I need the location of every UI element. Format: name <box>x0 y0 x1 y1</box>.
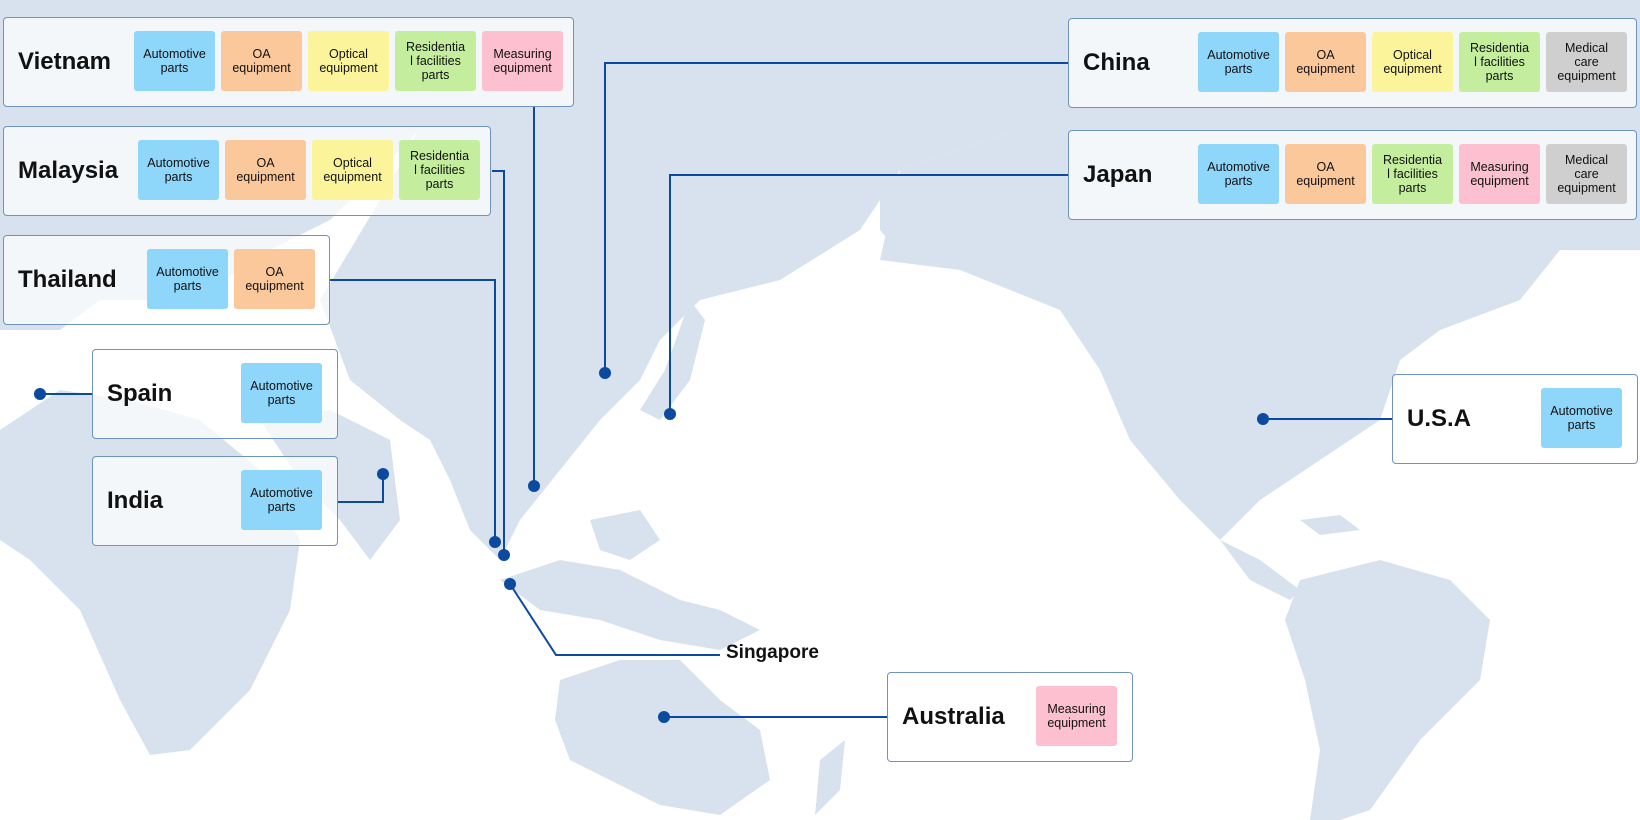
product-tag-optical: Optical equipment <box>312 140 393 200</box>
pin-malaysia <box>498 549 510 561</box>
leader-lines <box>40 62 1392 718</box>
leader-singapore <box>509 583 720 656</box>
product-tag-residential: Residentia l facilities parts <box>395 31 476 91</box>
location-label-singapore: Singapore <box>726 642 819 663</box>
pin-thailand <box>489 536 501 548</box>
product-tag-automotive: Automotive parts <box>134 31 215 91</box>
country-name: Malaysia <box>18 157 119 184</box>
country-name: China <box>1083 49 1150 76</box>
country-name: Thailand <box>18 266 117 293</box>
product-tags: Measuring equipment <box>1036 686 1117 746</box>
product-tag-medical: Medical care equipment <box>1546 144 1627 204</box>
leader-india <box>338 474 384 503</box>
country-name: Japan <box>1083 161 1153 188</box>
product-tag-automotive: Automotive parts <box>241 470 322 530</box>
product-tags: Automotive parts <box>241 363 322 423</box>
product-tags: Automotive parts <box>1541 388 1622 448</box>
product-tag-oa: OA equipment <box>221 31 302 91</box>
product-tag-optical: Optical equipment <box>308 31 389 91</box>
product-tag-automotive: Automotive parts <box>1198 32 1279 92</box>
product-tag-residential: Residentia l facilities parts <box>399 140 480 200</box>
product-tag-automotive: Automotive parts <box>147 249 228 309</box>
product-tag-oa: OA equipment <box>234 249 315 309</box>
location-card-india: India Automotive parts <box>92 456 338 546</box>
location-card-spain: Spain Automotive parts <box>92 349 338 439</box>
country-name: Australia <box>902 703 1005 730</box>
leader-japan <box>669 174 1068 414</box>
product-tag-automotive: Automotive parts <box>1541 388 1622 448</box>
country-name: U.S.A <box>1407 405 1472 432</box>
country-name: Vietnam <box>18 48 111 75</box>
pin-singapore <box>504 578 516 590</box>
location-card-usa: U.S.A Automotive parts <box>1392 374 1638 464</box>
pin-australia <box>658 711 670 723</box>
leader-malaysia <box>492 170 505 555</box>
product-tag-automotive: Automotive parts <box>1198 144 1279 204</box>
product-tag-automotive: Automotive parts <box>241 363 322 423</box>
location-card-australia: Australia Measuring equipment <box>887 672 1133 762</box>
location-pins <box>34 367 1269 723</box>
product-tag-measuring: Measuring equipment <box>482 31 563 91</box>
product-tags: Automotive parts <box>241 470 322 530</box>
product-tag-residential: Residentia l facilities parts <box>1459 32 1540 92</box>
product-tag-medical: Medical care equipment <box>1546 32 1627 92</box>
product-tag-measuring: Measuring equipment <box>1036 686 1117 746</box>
pin-usa <box>1257 413 1269 425</box>
pin-spain <box>34 388 46 400</box>
product-tag-measuring: Measuring equipment <box>1459 144 1540 204</box>
leader-china <box>604 62 1068 373</box>
country-name: Spain <box>107 380 173 407</box>
pin-vietnam <box>528 480 540 492</box>
product-tag-residential: Residentia l facilities parts <box>1372 144 1453 204</box>
product-tag-optical: Optical equipment <box>1372 32 1453 92</box>
pin-india <box>377 468 389 480</box>
country-name: India <box>107 487 164 514</box>
product-tag-oa: OA equipment <box>1285 32 1366 92</box>
product-tag-oa: OA equipment <box>225 140 306 200</box>
product-tag-automotive: Automotive parts <box>138 140 219 200</box>
pin-china <box>599 367 611 379</box>
pin-japan <box>664 408 676 420</box>
product-tag-oa: OA equipment <box>1285 144 1366 204</box>
leader-thailand <box>330 279 496 542</box>
